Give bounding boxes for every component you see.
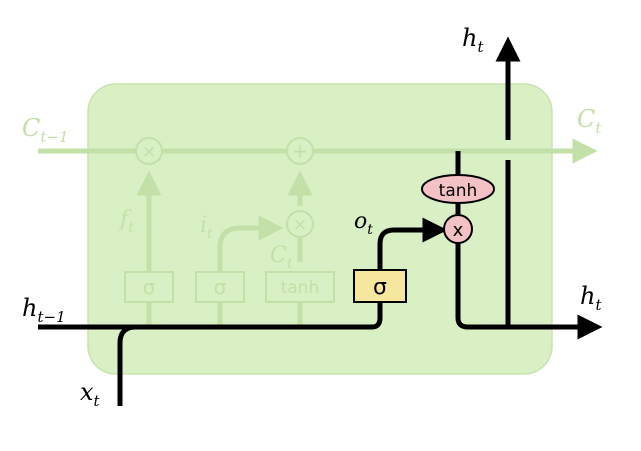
input-multiply-symbol: × [293, 215, 307, 235]
input-multiply-op: × [286, 210, 314, 238]
forget-multiply-op: × [135, 137, 163, 165]
input-sigma-box: σ [195, 271, 245, 303]
input-sigma-label: σ [214, 275, 227, 299]
cell-state-prev-label: Ct−1 [22, 114, 69, 146]
input-x-label: xt [80, 378, 101, 410]
cell-state-next-label: Ct [577, 105, 602, 137]
output-sigma-label: σ [373, 275, 387, 300]
forget-sigma-box: σ [124, 271, 174, 303]
output-tanh-op: tanh [421, 174, 495, 204]
output-tanh-label: tanh [439, 181, 478, 201]
output-multiply-op: x [443, 214, 473, 244]
output-sigma-box: σ [353, 269, 407, 303]
output-multiply-symbol: x [453, 220, 464, 241]
forget-sigma-label: σ [143, 275, 156, 299]
candidate-tanh-label: tanh [281, 278, 320, 298]
candidate-tanh-box: tanh [265, 271, 335, 303]
hidden-top-label: ht [462, 24, 484, 56]
candidate-cell-label: Ct [270, 243, 293, 272]
input-gate-label: it [200, 213, 213, 242]
hidden-prev-label: ht−1 [22, 294, 66, 326]
cell-add-op: + [286, 137, 314, 165]
output-gate-label: ot [354, 209, 373, 238]
hidden-right-label: ht [580, 282, 602, 314]
cell-add-symbol: + [292, 139, 309, 163]
forget-multiply-symbol: × [142, 142, 156, 162]
lstm-cell-box [87, 83, 553, 375]
